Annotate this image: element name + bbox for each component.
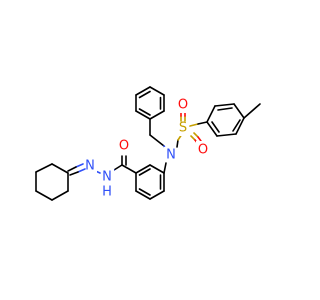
nh-hydrazide-label: N: [102, 170, 112, 185]
n-sulfonamide-label: N: [166, 148, 176, 163]
carbonyl-group: O: [107, 138, 137, 174]
benzyl-ch2-bonds: [149, 118, 167, 151]
h-hydrazide-label: H: [102, 185, 112, 200]
hydrazide-nh: N H: [100, 169, 114, 200]
tolyl-ring: [206, 103, 261, 137]
o-sulfonyl-bottom-label: O: [198, 143, 208, 158]
benzyl-phenyl-ring: [135, 86, 165, 120]
s-sulfonyl-label: S: [179, 121, 187, 136]
hydrazone-nitrogen: N: [83, 158, 97, 174]
o-carbonyl-label: O: [119, 139, 129, 154]
sulfonamide-nitrogen: N: [164, 147, 178, 163]
o-sulfonyl-top-label: O: [178, 98, 188, 113]
cyclohexylidene-ring: [35, 163, 69, 201]
molecule-canvas: N S O O: [35, 86, 261, 201]
molecule-structure: N S O O: [35, 86, 261, 201]
central-benzene-ring: [135, 162, 167, 200]
n-hydrazone-label: N: [85, 159, 95, 174]
sulfonyl-group: S O O: [176, 98, 210, 158]
